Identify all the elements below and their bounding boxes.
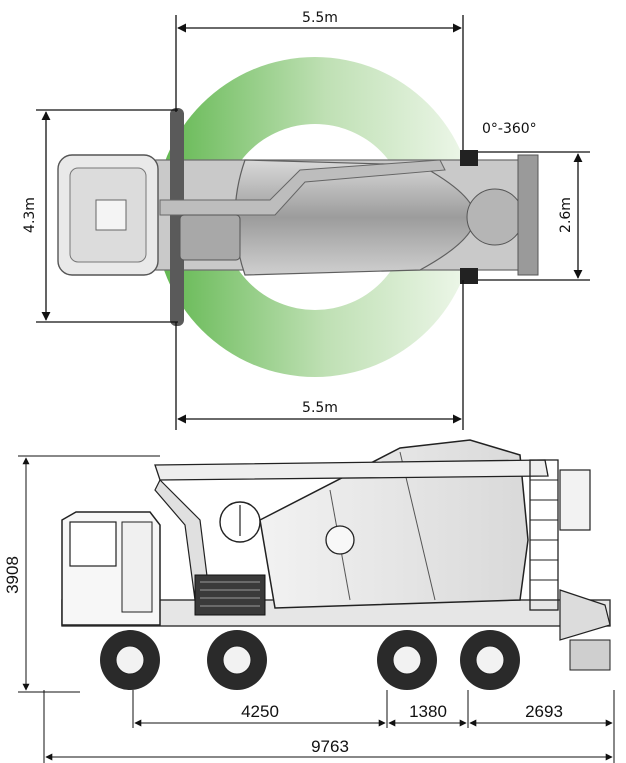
dimension-swing-bottom: 5.5m [175, 280, 464, 430]
truck-side-view [61, 439, 611, 690]
dimension-rear-width: 2.6m [478, 151, 590, 281]
rear-overhang-label: 2693 [525, 702, 563, 721]
dimension-swing-top: 5.5m [175, 10, 464, 150]
dimension-outrigger-span: 4.3m [22, 109, 178, 323]
truck-top-view [57, 108, 539, 326]
rear-width-label: 2.6m [558, 197, 574, 233]
rotation-label: 0°-360° [482, 121, 537, 137]
dimension-height: 3908 [3, 455, 160, 693]
outrigger-span-label: 4.3m [22, 197, 38, 233]
wheel-4 [460, 630, 520, 690]
wheel-2 [207, 630, 267, 690]
total-length-label: 9763 [311, 737, 349, 756]
top-view: 5.5m 5.5m 4.3m 2.6m 0°-360° [22, 10, 590, 430]
height-label: 3908 [3, 556, 22, 594]
dimension-total-length: 9763 [43, 690, 615, 763]
dimension-wheelbase: 4250 1380 2693 [132, 690, 613, 728]
wheelbase-mid-label: 1380 [409, 702, 447, 721]
side-view: 3908 [3, 439, 615, 763]
swing-radius-top-label: 5.5m [302, 10, 338, 26]
wheel-1 [100, 630, 160, 690]
wheel-3 [377, 630, 437, 690]
swing-radius-bottom-label: 5.5m [302, 400, 338, 416]
wheelbase-front-label: 4250 [241, 702, 279, 721]
